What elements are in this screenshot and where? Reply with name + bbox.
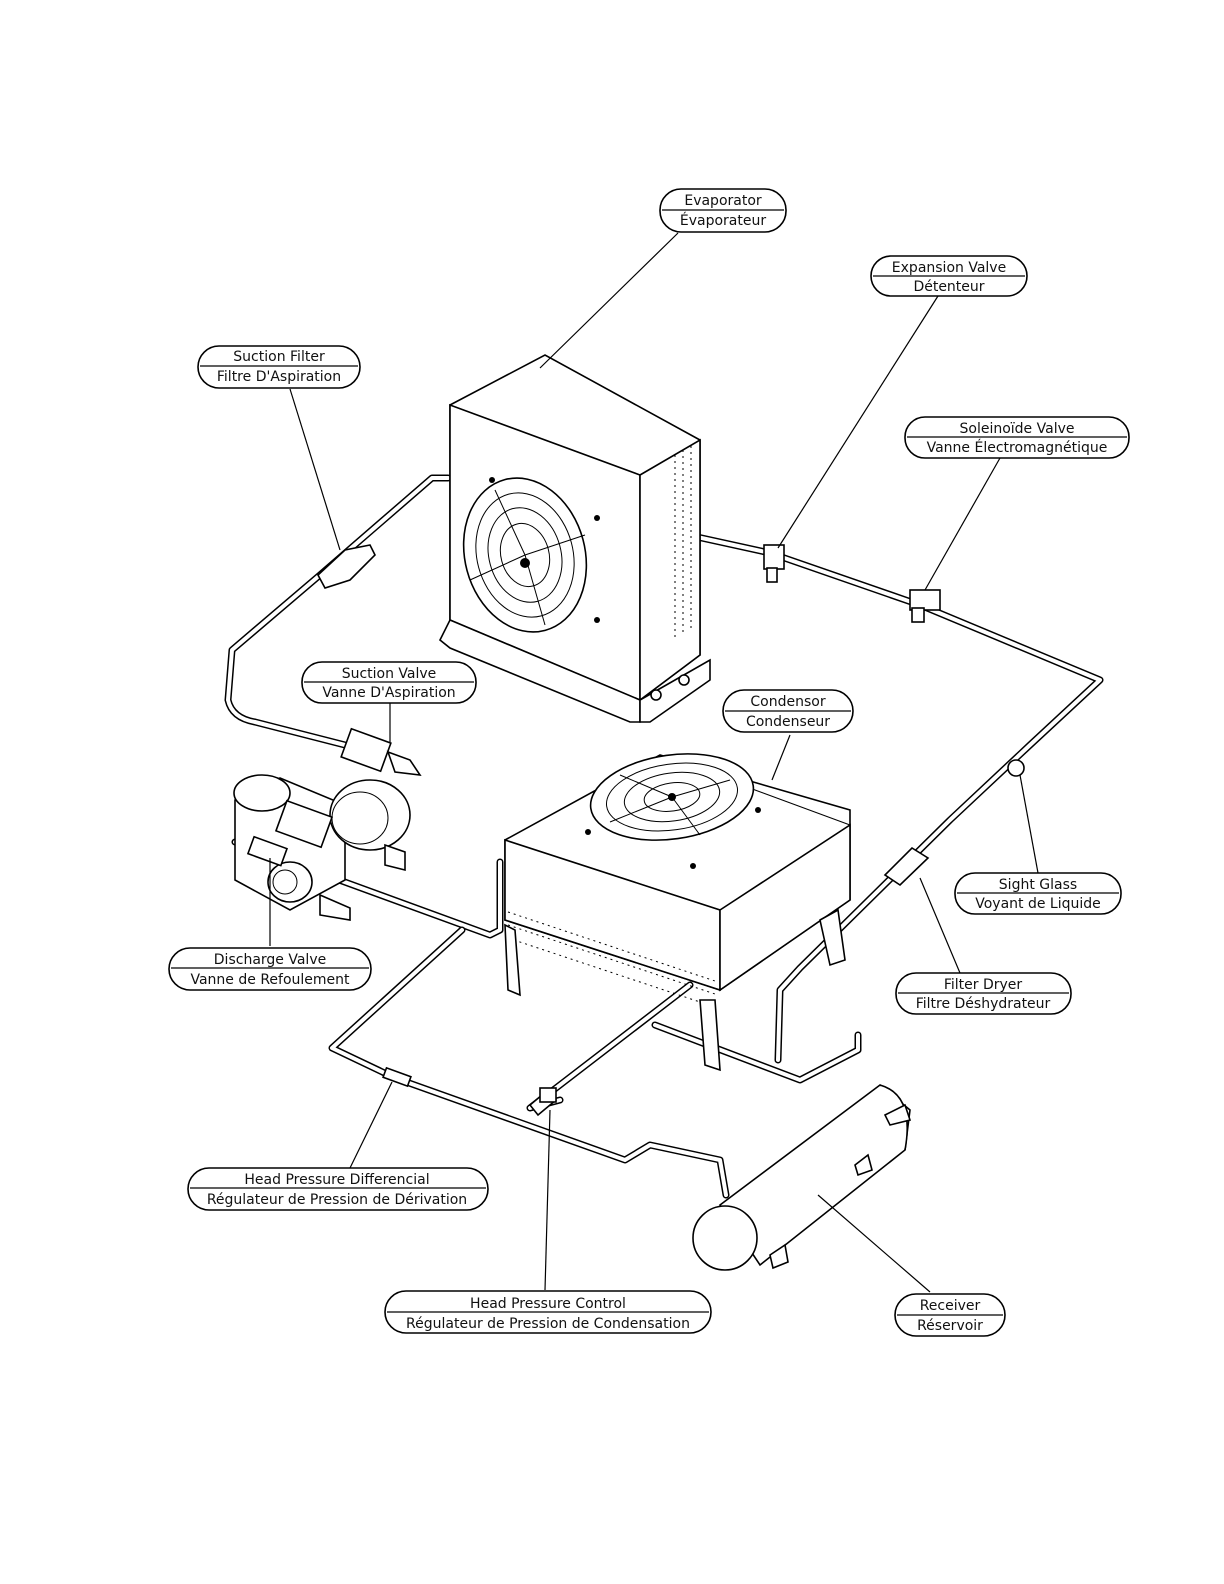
sight-glass-body — [1007, 759, 1025, 777]
label-suction-valve-fr: Vanne D'Aspiration — [322, 685, 455, 701]
label-head-pressure-control-en: Head Pressure Control — [470, 1296, 626, 1312]
label-filter-dryer: Filter Dryer Filtre Déshydrateur — [895, 972, 1072, 1015]
condensor-unit — [504, 753, 851, 1072]
compressor — [233, 774, 411, 921]
label-head-pressure-differencial-fr: Régulateur de Pression de Dérivation — [207, 1192, 467, 1208]
head-pressure-control-body — [528, 1087, 558, 1117]
label-expansion-valve-fr: Détenteur — [913, 279, 984, 295]
label-sight-glass-fr: Voyant de Liquide — [975, 896, 1101, 912]
label-expansion-valve: Expansion Valve Détenteur — [870, 255, 1028, 297]
label-evaporator-en: Evaporator — [684, 193, 762, 209]
evaporator-fan-icon — [462, 477, 600, 633]
label-suction-filter-en: Suction Filter — [233, 349, 325, 365]
label-suction-filter-fr: Filtre D'Aspiration — [217, 369, 341, 385]
label-head-pressure-differencial: Head Pressure Differencial Régulateur de… — [187, 1167, 489, 1211]
head-pressure-differencial-body — [382, 1066, 412, 1088]
leader-lines — [269, 232, 1039, 1293]
label-condensor-en: Condensor — [750, 694, 825, 710]
suction-filter-body — [317, 544, 376, 589]
piping — [224, 474, 1104, 1199]
label-head-pressure-differencial-en: Head Pressure Differencial — [244, 1172, 429, 1188]
label-head-pressure-control: Head Pressure Control Régulateur de Pres… — [384, 1290, 712, 1334]
label-discharge-valve-en: Discharge Valve — [214, 952, 326, 968]
label-discharge-valve-fr: Vanne de Refoulement — [190, 972, 350, 988]
label-solenoid-valve-fr: Vanne Électromagnétique — [927, 439, 1108, 456]
label-condensor-fr: Condenseur — [746, 714, 830, 730]
label-evaporator: Evaporator Évaporateur — [659, 188, 787, 233]
evaporator-unit — [438, 354, 711, 723]
label-sight-glass: Sight Glass Voyant de Liquide — [954, 872, 1122, 915]
receiver-tank — [692, 1083, 912, 1271]
label-head-pressure-control-fr: Régulateur de Pression de Condensation — [406, 1316, 690, 1332]
label-solenoid-valve: Soleinoïde Valve Vanne Électromagnétique — [904, 416, 1130, 459]
suction-valve-body — [340, 727, 422, 777]
label-receiver-fr: Réservoir — [917, 1318, 983, 1334]
label-suction-valve: Suction Valve Vanne D'Aspiration — [301, 661, 477, 704]
label-filter-dryer-fr: Filtre Déshydrateur — [916, 996, 1051, 1012]
solenoid-valve-body — [909, 589, 941, 623]
label-receiver-en: Receiver — [920, 1298, 981, 1314]
label-filter-dryer-en: Filter Dryer — [944, 977, 1023, 993]
condensor-coil — [507, 911, 719, 1009]
label-solenoid-valve-en: Soleinoïde Valve — [960, 421, 1075, 437]
label-evaporator-fr: Évaporateur — [680, 212, 766, 229]
label-sight-glass-en: Sight Glass — [999, 877, 1077, 893]
label-condensor: Condensor Condenseur — [722, 689, 854, 733]
evaporator-grille — [674, 446, 692, 640]
label-suction-filter: Suction Filter Filtre D'Aspiration — [197, 345, 361, 389]
label-expansion-valve-en: Expansion Valve — [892, 260, 1006, 276]
filter-dryer-body — [883, 846, 930, 887]
label-receiver: Receiver Réservoir — [894, 1293, 1006, 1337]
expansion-valve-body — [763, 544, 785, 583]
label-suction-valve-en: Suction Valve — [342, 666, 437, 682]
label-discharge-valve: Discharge Valve Vanne de Refoulement — [168, 947, 372, 991]
condensor-fan-icon — [585, 753, 761, 869]
discharge-valve-body — [246, 835, 289, 867]
